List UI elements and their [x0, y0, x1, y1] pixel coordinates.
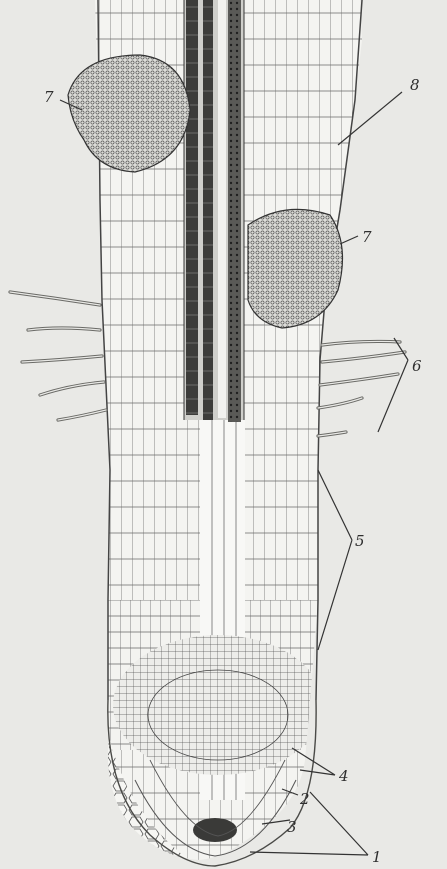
callout-8: 8 — [410, 76, 420, 94]
callout-7-lower: 7 — [362, 228, 372, 246]
callout-2: 2 — [299, 790, 310, 808]
xylem-vessel-right — [228, 0, 241, 422]
meristem-core — [148, 670, 288, 760]
callout-4: 4 — [338, 767, 349, 785]
stele-pale-strand — [218, 0, 226, 418]
xylem-vessel-middle — [203, 0, 213, 420]
quiescent-center — [193, 818, 237, 842]
callout-5: 5 — [355, 532, 365, 550]
callout-6: 6 — [412, 357, 422, 375]
xylem-vessel-left — [186, 0, 198, 415]
callout-3: 3 — [287, 818, 297, 836]
callout-1: 1 — [372, 848, 382, 866]
callout-7-upper: 7 — [44, 88, 54, 106]
vascular-cylinder — [184, 0, 244, 422]
